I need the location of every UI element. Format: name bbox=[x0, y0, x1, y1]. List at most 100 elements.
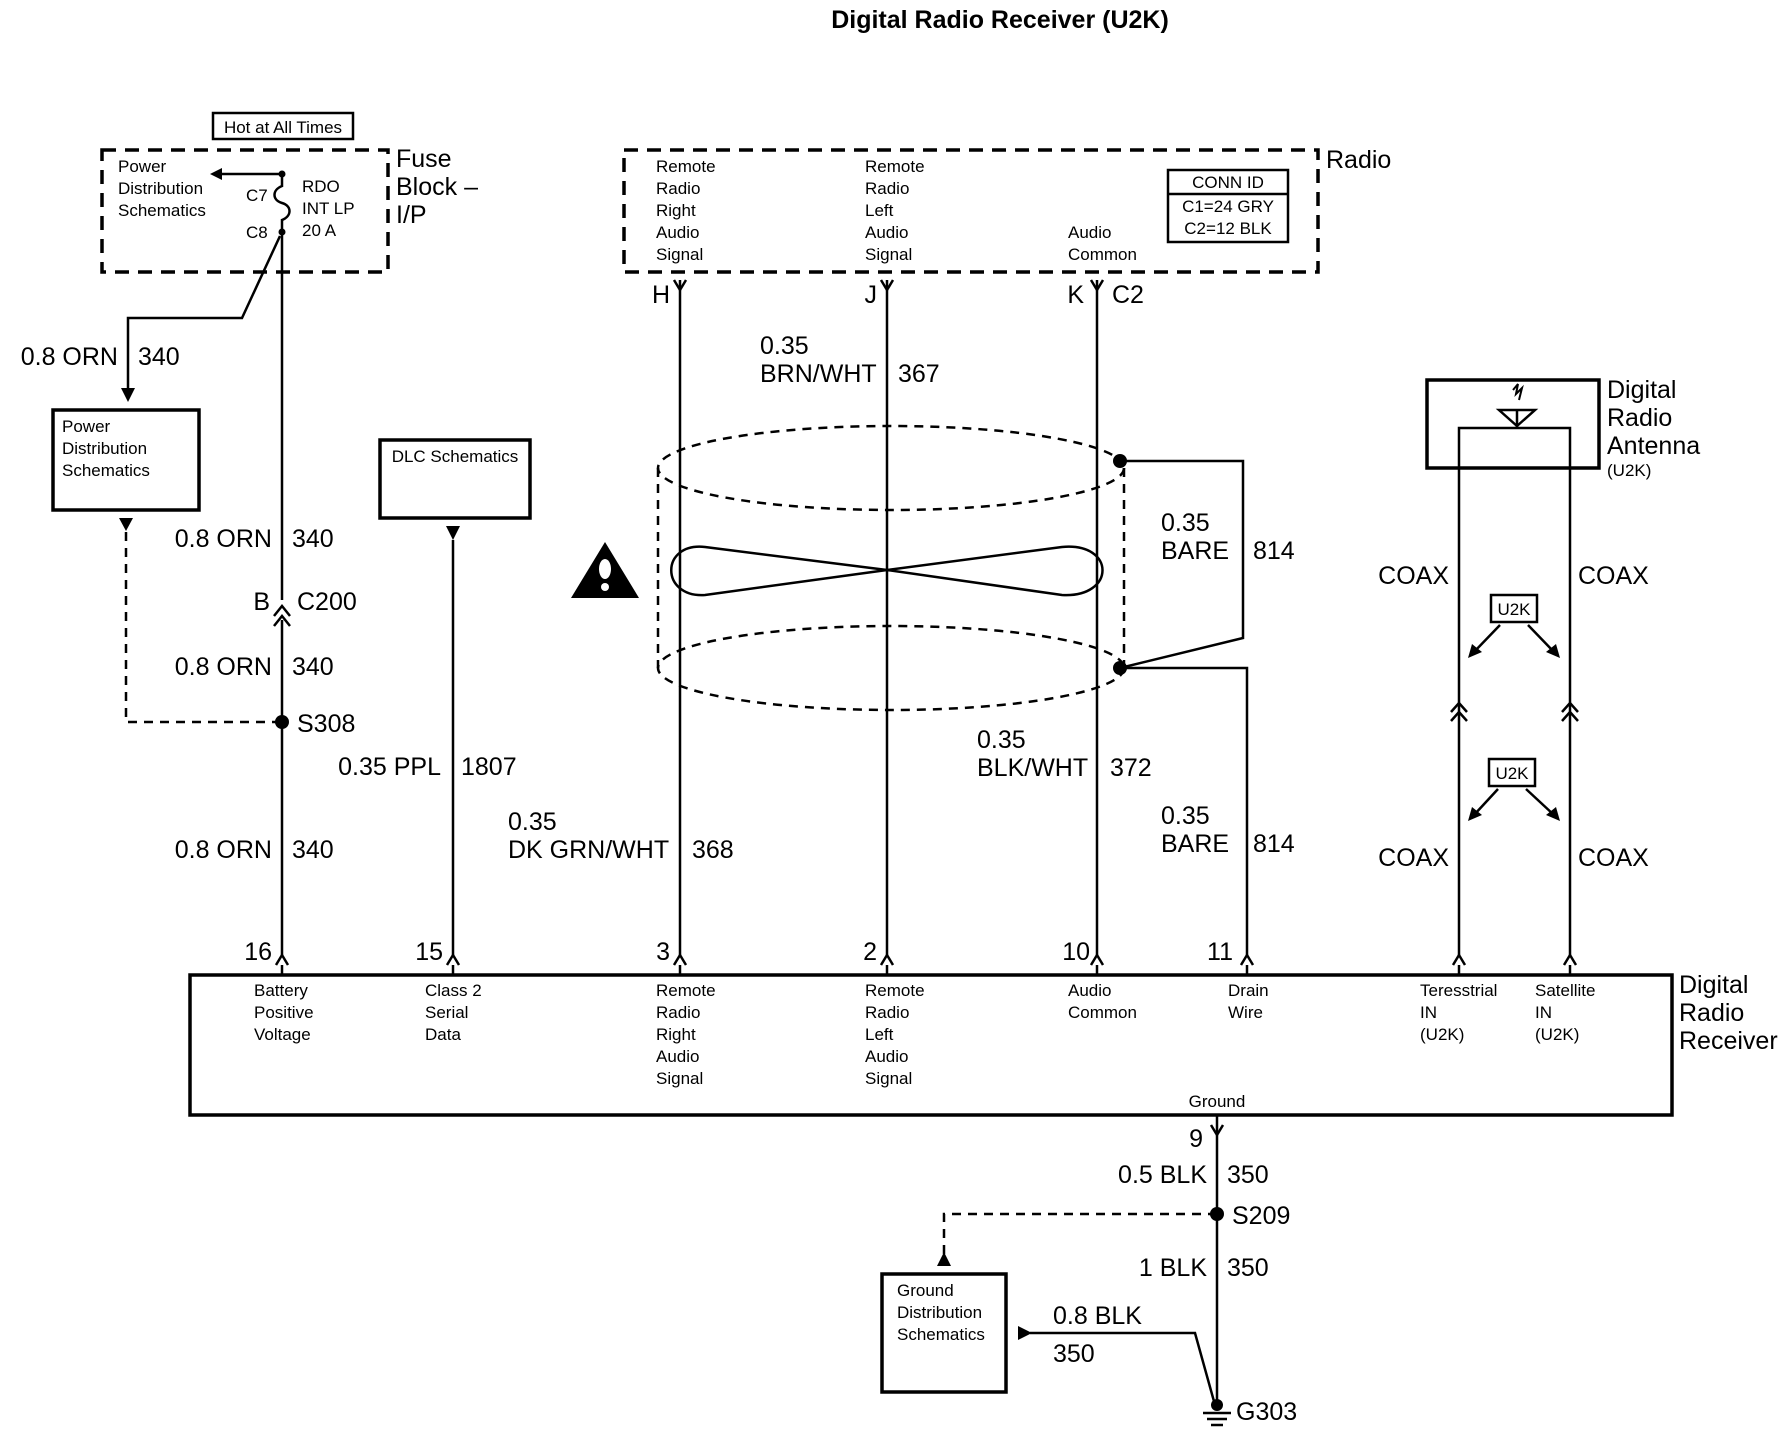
wire-340-b-gauge: 0.8 ORN bbox=[175, 653, 272, 681]
radio-pin-j: J bbox=[865, 281, 878, 309]
coax-right-bottom: COAX bbox=[1578, 844, 1649, 872]
receiver-name-line-1: Digital bbox=[1679, 971, 1748, 999]
power-dist-box-line-2: Distribution bbox=[62, 439, 147, 458]
terrestrial-label-3: (U2K) bbox=[1420, 1025, 1464, 1044]
power-dist-box-line-1: Power bbox=[62, 417, 111, 436]
satellite-label-2: IN bbox=[1535, 1003, 1552, 1022]
u2k-badge-bottom: U2K bbox=[1495, 764, 1529, 783]
radio-left-line-4: Audio bbox=[865, 223, 908, 242]
class2-label-1: Class 2 bbox=[425, 981, 482, 1000]
conn-id-table: CONN ID C1=24 GRY C2=12 BLK bbox=[1166, 168, 1290, 244]
receiver-pin-10: 10 bbox=[1062, 938, 1090, 966]
conn-id-header: CONN ID bbox=[1192, 173, 1264, 192]
audio-common-label-2: Common bbox=[1068, 1003, 1137, 1022]
receiver-pin-15: 15 bbox=[415, 938, 443, 966]
wire-350b-gauge: 1 BLK bbox=[1139, 1254, 1207, 1282]
wire-814b-size: 0.35 bbox=[1161, 802, 1210, 830]
arrow-down-icon bbox=[119, 518, 133, 531]
left-audio-label-3: Left bbox=[865, 1025, 894, 1044]
radio-pin-h: H bbox=[652, 281, 670, 309]
receiver-name-line-3: Receiver bbox=[1679, 1027, 1778, 1055]
wire-814a-color: BARE bbox=[1161, 537, 1229, 565]
wire-1807-number: 1807 bbox=[461, 753, 517, 781]
radio-right-line-2: Radio bbox=[656, 179, 700, 198]
g303-label: G303 bbox=[1236, 1398, 1297, 1426]
ground-dist-line-2: Distribution bbox=[897, 1303, 982, 1322]
fuse-power-dist-line-3: Schematics bbox=[118, 201, 206, 220]
wire-340-b-number: 340 bbox=[292, 653, 334, 681]
antenna-name-line-2: Radio bbox=[1607, 404, 1672, 432]
fuse-rating-line-1: RDO bbox=[302, 177, 340, 196]
radio-common-line-1: Audio bbox=[1068, 223, 1111, 242]
wire-367-number: 367 bbox=[898, 360, 940, 388]
arrow-right-icon bbox=[1018, 1326, 1032, 1340]
radio-pin-k: K bbox=[1067, 281, 1084, 309]
terrestrial-label-1: Teresstrial bbox=[1420, 981, 1497, 1000]
satellite-label-1: Satellite bbox=[1535, 981, 1595, 1000]
antenna-sub-label: (U2K) bbox=[1607, 461, 1651, 480]
left-audio-label-5: Signal bbox=[865, 1069, 912, 1088]
left-audio-label-4: Audio bbox=[865, 1047, 908, 1066]
s209-label: S209 bbox=[1232, 1202, 1290, 1230]
wire-350c-gauge: 0.8 BLK bbox=[1053, 1302, 1142, 1330]
battery-label-3: Voltage bbox=[254, 1025, 311, 1044]
battery-label-1: Battery bbox=[254, 981, 308, 1000]
power-dist-box-line-3: Schematics bbox=[62, 461, 150, 480]
wire-1807-gauge: 0.35 PPL bbox=[338, 753, 441, 781]
splice-s308 bbox=[275, 715, 289, 729]
radio-left-line-2: Radio bbox=[865, 179, 909, 198]
antenna-name-line-3: Antenna bbox=[1607, 432, 1700, 460]
ground-dist-line-3: Schematics bbox=[897, 1325, 985, 1344]
conn-id-c2: C2=12 BLK bbox=[1184, 219, 1272, 238]
wire-814b-color: BARE bbox=[1161, 830, 1229, 858]
coax-left-top: COAX bbox=[1378, 562, 1449, 590]
wire-814b-number: 814 bbox=[1253, 830, 1295, 858]
wire-350a-gauge: 0.5 BLK bbox=[1118, 1161, 1207, 1189]
coax-connector-icon bbox=[1450, 701, 1468, 713]
wire-350b-number: 350 bbox=[1227, 1254, 1269, 1282]
radio-left-line-5: Signal bbox=[865, 245, 912, 264]
radio-right-line-1: Remote bbox=[656, 157, 716, 176]
twisted-pair-shield bbox=[656, 424, 1126, 712]
wire-340-c-gauge: 0.8 ORN bbox=[175, 836, 272, 864]
wire-350a-number: 350 bbox=[1227, 1161, 1269, 1189]
ground-label: Ground bbox=[1189, 1092, 1246, 1111]
class2-label-3: Data bbox=[425, 1025, 461, 1044]
radio-left-line-3: Left bbox=[865, 201, 894, 220]
arrow-left-icon bbox=[210, 168, 222, 180]
coax-connector-icon bbox=[1561, 701, 1579, 713]
antenna-icon bbox=[1495, 383, 1539, 428]
radio-common-line-2: Common bbox=[1068, 245, 1137, 264]
wire-367-size: 0.35 bbox=[760, 332, 809, 360]
s308-label: S308 bbox=[297, 710, 355, 738]
fuse-block: Hot at All Times Power Distribution Sche… bbox=[100, 111, 478, 274]
wire-367-color: BRN/WHT bbox=[760, 360, 877, 388]
right-audio-label-4: Audio bbox=[656, 1047, 699, 1066]
receiver-box bbox=[188, 973, 1674, 1117]
c200-label: C200 bbox=[297, 588, 357, 616]
wire-340-top-number: 340 bbox=[138, 343, 180, 371]
fuse-icon bbox=[273, 174, 291, 232]
radio-left-line-1: Remote bbox=[865, 157, 925, 176]
caution-icon bbox=[571, 542, 639, 598]
radio-name: Radio bbox=[1326, 146, 1391, 174]
ground-icon bbox=[1203, 1399, 1231, 1427]
wire-372-color: BLK/WHT bbox=[977, 754, 1088, 782]
left-audio-label-2: Radio bbox=[865, 1003, 909, 1022]
arrow-down-icon bbox=[446, 526, 460, 540]
wire-368-size: 0.35 bbox=[508, 808, 557, 836]
right-audio-label-2: Radio bbox=[656, 1003, 700, 1022]
coax-left-bottom: COAX bbox=[1378, 844, 1449, 872]
radio-right-line-4: Audio bbox=[656, 223, 699, 242]
wire-340-c-number: 340 bbox=[292, 836, 334, 864]
ground-dist-line-1: Ground bbox=[897, 1281, 954, 1300]
left-audio-label-1: Remote bbox=[865, 981, 925, 1000]
arrow-up-icon bbox=[937, 1252, 951, 1266]
wire-340-a-gauge: 0.8 ORN bbox=[175, 525, 272, 553]
wire-368-number: 368 bbox=[692, 836, 734, 864]
arrow-down-icon bbox=[121, 388, 135, 402]
drain-wire-label-2: Wire bbox=[1228, 1003, 1263, 1022]
wire-340-top-gauge: 0.8 ORN bbox=[21, 343, 118, 371]
satellite-label-3: (U2K) bbox=[1535, 1025, 1579, 1044]
right-audio-label-5: Signal bbox=[656, 1069, 703, 1088]
